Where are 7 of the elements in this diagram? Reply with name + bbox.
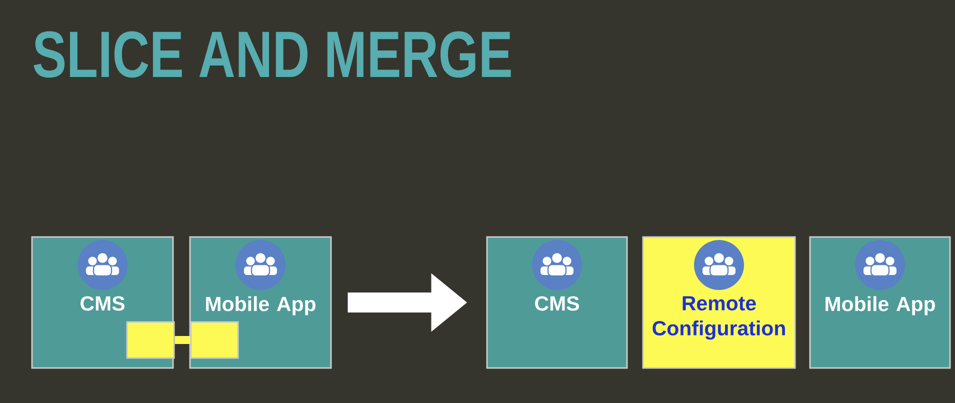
small-box	[126, 321, 175, 359]
connector-line	[174, 336, 190, 344]
slide-title: SLICE AND MERGE	[34, 31, 511, 78]
process-box: CMS	[486, 236, 628, 369]
process-box: Mobile App	[809, 236, 951, 369]
small-box	[190, 321, 239, 359]
process-box: Remote Configuration	[642, 236, 796, 369]
